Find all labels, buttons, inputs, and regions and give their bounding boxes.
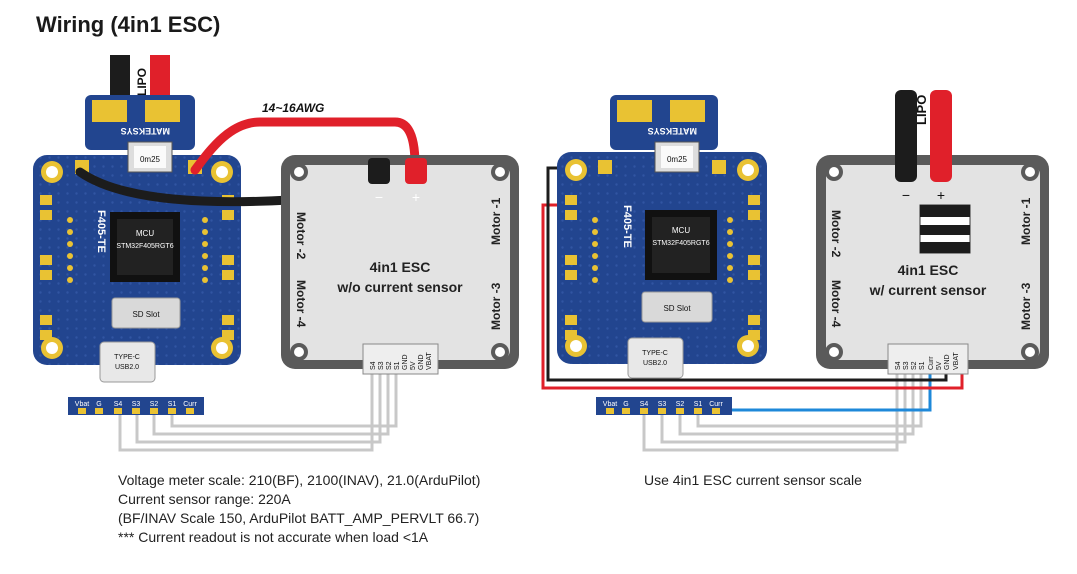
left-esc-pin: GND	[418, 354, 425, 370]
right-mcu-label: MCU	[672, 226, 690, 235]
right-esc-pin: S3	[903, 361, 910, 370]
right-lipo-red-wire	[930, 90, 952, 182]
left-wire-gauge: 14~16AWG	[262, 101, 324, 115]
note-scale-values: (BF/INAV Scale 150, ArduPilot BATT_AMP_P…	[118, 510, 480, 526]
right-notes: Use 4in1 ESC current sensor scale	[644, 471, 862, 490]
left-header-pin: S3	[132, 401, 141, 408]
right-inductor-label: 0m25	[667, 155, 688, 164]
right-esc-pin: Curr	[928, 356, 935, 370]
right-header-labels: Vbat G S4 S3 S2 S1 Curr	[603, 401, 724, 408]
note-current-range: Current sensor range: 220A	[118, 491, 291, 507]
right-current-wire	[715, 370, 932, 412]
right-header-pin: Vbat	[603, 401, 617, 408]
note-voltage-scale: Voltage meter scale: 210(BF), 2100(INAV)…	[118, 472, 481, 488]
right-usb-line1: TYPE-C	[642, 350, 668, 357]
left-lipo-label: LIPO	[135, 68, 149, 96]
left-esc-pin: S1	[394, 361, 401, 370]
left-board-name: F405-TE	[95, 210, 107, 253]
left-esc	[281, 155, 519, 375]
left-esc-pin: S3	[378, 361, 385, 370]
right-mcu-part: STM32F405RGT6	[652, 240, 709, 247]
right-esc-minus: −	[902, 187, 910, 203]
right-esc-plus: +	[937, 187, 945, 203]
left-header-pin: Curr	[183, 401, 197, 408]
left-header-pin: S1	[168, 401, 177, 408]
right-lipo-black-wire	[895, 90, 917, 182]
right-brand-label: MATEKSYS	[648, 126, 697, 136]
right-board-name: F405-TE	[621, 205, 633, 248]
left-esc-pin: GND	[402, 354, 409, 370]
left-header-pin: S4	[114, 401, 123, 408]
right-esc-title-line2: w/ current sensor	[869, 282, 987, 298]
left-mcu-label: MCU	[136, 229, 154, 238]
right-usb-line2: USB2.0	[643, 360, 667, 367]
left-esc-motor4: Motor -4	[294, 280, 308, 328]
left-esc-plus: +	[412, 189, 420, 205]
right-esc-pin: S4	[895, 361, 902, 370]
left-sd-slot-label: SD Slot	[132, 310, 160, 319]
left-header-labels: Vbat G S4 S3 S2 S1 Curr	[75, 401, 198, 408]
left-esc-pin: VBAT	[426, 352, 433, 370]
right-esc-pin: 5V	[936, 361, 943, 370]
left-flight-controller	[33, 95, 241, 383]
right-esc-pin-labels: S4 S3 S2 S1 Curr 5V GND VBAT	[895, 352, 960, 370]
page-title: Wiring (4in1 ESC)	[36, 12, 221, 37]
right-header-strip	[596, 397, 732, 415]
left-esc-pin: S2	[386, 361, 393, 370]
left-header-pin: Vbat	[75, 401, 89, 408]
left-header-pin: S2	[150, 401, 159, 408]
right-esc-motor1: Motor -1	[1019, 197, 1033, 245]
right-sd-slot-label: SD Slot	[663, 304, 691, 313]
right-header-pin: S4	[640, 401, 649, 408]
left-esc-pin: 5V	[410, 361, 417, 370]
left-esc-motor1: Motor -1	[489, 197, 503, 245]
right-esc	[816, 155, 1049, 375]
left-usb-line1: TYPE-C	[114, 354, 140, 361]
note-esc-scale: Use 4in1 ESC current sensor scale	[644, 472, 862, 488]
left-header-strip	[68, 397, 204, 415]
left-esc-minus: −	[375, 189, 383, 205]
left-esc-title-line1: 4in1 ESC	[370, 259, 431, 275]
note-accuracy-warning: *** Current readout is not accurate when…	[118, 529, 429, 545]
right-esc-pin: VBAT	[953, 352, 960, 370]
right-header-pin: S2	[676, 401, 685, 408]
left-esc-motor3: Motor -3	[489, 282, 503, 330]
right-esc-motor3: Motor -3	[1019, 282, 1033, 330]
left-esc-title-line2: w/o current sensor	[336, 279, 463, 295]
left-red-power-wire	[190, 117, 420, 175]
right-header-pin: S3	[658, 401, 667, 408]
right-header-pin: G	[623, 401, 628, 408]
right-esc-pin: GND	[944, 354, 951, 370]
right-esc-title-line1: 4in1 ESC	[898, 262, 959, 278]
right-esc-motor2: Motor -2	[829, 210, 843, 258]
right-header-pin: S1	[694, 401, 703, 408]
right-header-pin: Curr	[709, 401, 723, 408]
left-inductor-label: 0m25	[140, 155, 161, 164]
left-esc-pin: S4	[370, 361, 377, 370]
right-flight-controller	[557, 95, 767, 379]
left-usb-line2: USB2.0	[115, 364, 139, 371]
right-esc-pin: S2	[911, 361, 918, 370]
left-mcu-part: STM32F405RGT6	[116, 243, 173, 250]
left-brand-label: MATEKSYS	[121, 126, 170, 136]
left-header-pin: G	[96, 401, 101, 408]
right-lipo-label: LIPO	[914, 95, 929, 125]
right-esc-pin: S1	[919, 361, 926, 370]
left-notes: Voltage meter scale: 210(BF), 2100(INAV)…	[118, 471, 480, 547]
left-esc-pin-labels: S4 S3 S2 S1 GND 5V GND VBAT	[370, 352, 433, 370]
left-signal-wires	[118, 370, 398, 452]
right-red-feed-wire	[541, 203, 964, 390]
left-esc-motor2: Motor -2	[294, 212, 308, 260]
right-esc-motor4: Motor -4	[829, 280, 843, 328]
